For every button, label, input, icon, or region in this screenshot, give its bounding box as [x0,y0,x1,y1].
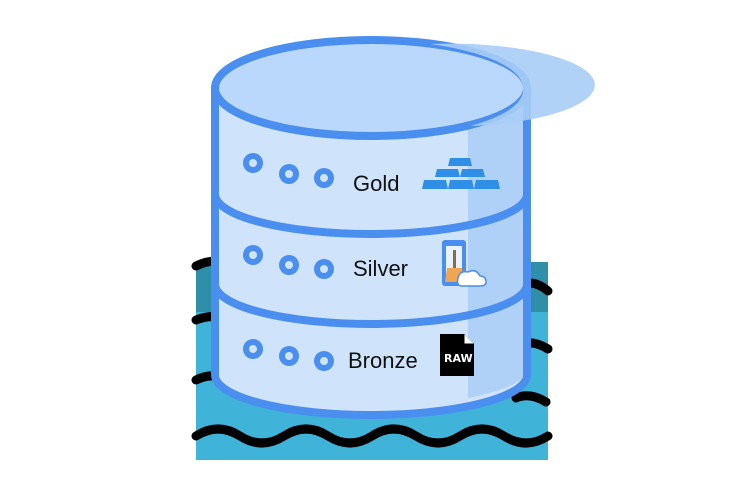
cylinder-top-shade [430,43,595,126]
layer-silver: Silver [243,240,487,287]
raw-file-icon: RAW [440,334,474,376]
layer-gold: Gold [243,153,500,196]
layer-label-gold: Gold [353,171,399,196]
raw-file-label: RAW [444,352,473,365]
layer-label-silver: Silver [353,256,408,281]
separator-gold-silver [211,193,531,238]
wave-line-bottom [191,424,553,448]
gold-status-dots [243,153,334,188]
layer-bronze: Bronze RAW [243,334,474,376]
wave-line-3b [511,391,551,407]
gold-bars-icon [422,158,500,189]
separator-silver-bronze [211,283,531,328]
cylinder-shade [468,92,523,398]
silver-status-dots [243,245,334,279]
cleaning-phone-cloud-icon [442,240,487,287]
layer-label-bronze: Bronze [348,348,418,373]
bronze-status-dots [243,339,334,371]
